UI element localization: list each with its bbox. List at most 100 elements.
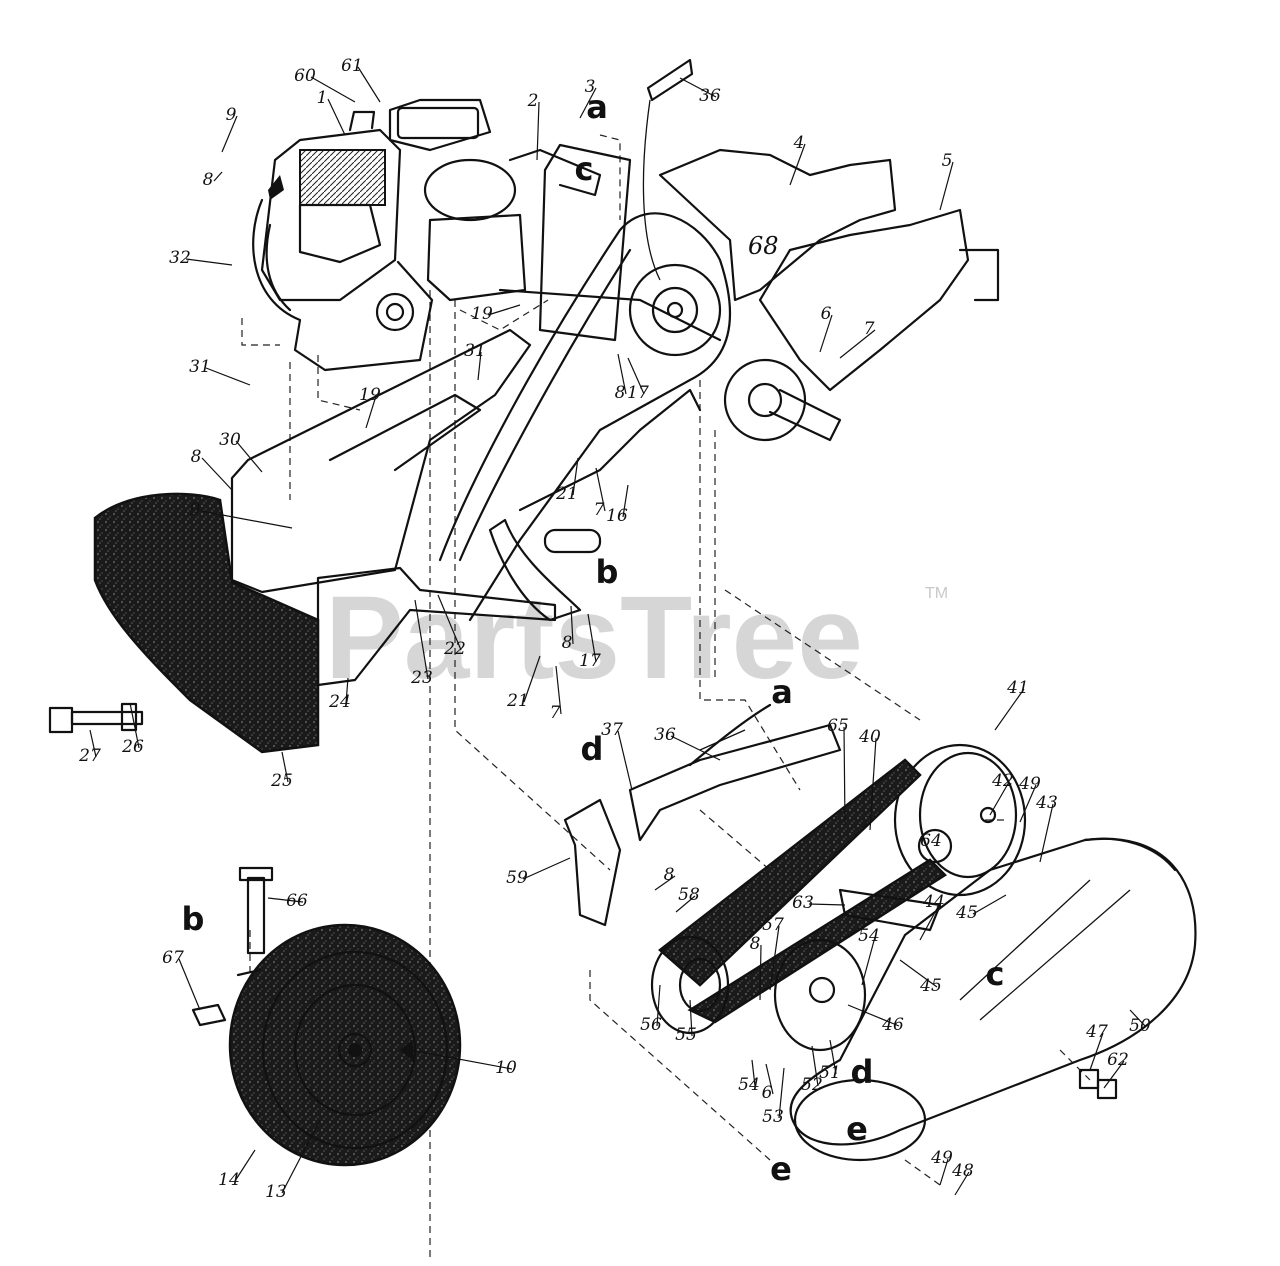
reference-letter-le2: e xyxy=(770,1150,792,1188)
part-number-c36a: 36 xyxy=(699,86,721,106)
part-number-c65: 65 xyxy=(827,716,849,736)
leader-line-c22 xyxy=(437,594,462,651)
part-number-c40: 40 xyxy=(858,727,881,747)
leader-line-c19b xyxy=(365,395,377,429)
leader-line-c66 xyxy=(267,897,304,903)
part-number-c19a: 19 xyxy=(471,304,493,324)
watermark-brand: PartsTree xyxy=(325,572,863,704)
part-number-c16: 16 xyxy=(606,506,628,526)
engine xyxy=(252,98,527,372)
part-number-c51: 51 xyxy=(819,1063,841,1083)
part-number-c42: 42 xyxy=(991,771,1014,791)
part-number-c45b: 45 xyxy=(919,976,942,996)
part-number-c49a: 49 xyxy=(1018,774,1041,794)
part-number-c9b: 9 xyxy=(190,500,201,520)
part-number-c21a: 21 xyxy=(555,484,578,504)
part-number-c57: 57 xyxy=(762,915,784,935)
leader-line-c17a xyxy=(627,357,645,395)
leader-line-c54a xyxy=(861,936,876,986)
leader-line-c17b xyxy=(587,613,597,663)
leader-line-c51 xyxy=(829,1039,837,1075)
leader-line-c6b xyxy=(765,1063,774,1095)
leader-line-c53 xyxy=(778,1067,785,1119)
part-number-c49b: 49 xyxy=(930,1148,953,1168)
reference-letter-lc2: c xyxy=(986,955,1005,993)
leader-line-c13 xyxy=(281,1119,321,1194)
part-number-c9a: 9 xyxy=(226,105,237,125)
reference-letter-la1: a xyxy=(586,88,608,126)
leader-line-c47 xyxy=(1089,1032,1104,1071)
belt-cover xyxy=(789,837,1197,1162)
leader-line-c42 xyxy=(989,781,1010,816)
part-number-c8c: 8 xyxy=(191,447,202,467)
leader-line-c21b xyxy=(523,655,541,703)
part-number-c53: 53 xyxy=(762,1107,784,1127)
part-number-c25: 25 xyxy=(270,771,293,791)
leader-line-c7c xyxy=(555,665,562,715)
part-number-c30: 30 xyxy=(219,430,241,450)
leader-line-c1 xyxy=(327,98,346,136)
leader-line-c8c xyxy=(201,457,233,491)
leader-line-c8a xyxy=(213,171,223,182)
leader-line-c44 xyxy=(919,902,941,941)
part-number-c44: 44 xyxy=(922,892,945,912)
part-number-c45a: 45 xyxy=(955,903,978,923)
leader-line-c43 xyxy=(1039,803,1054,863)
part-number-c17b: 17 xyxy=(579,651,601,671)
leader-line-c7b xyxy=(595,467,606,512)
part-number-c31a: 31 xyxy=(464,341,486,361)
leader-line-c25 xyxy=(281,751,289,783)
part-number-c46: 46 xyxy=(881,1015,904,1035)
part-number-c8e: 8 xyxy=(664,865,675,885)
leader-line-c62 xyxy=(1103,1060,1125,1089)
part-number-c6a: 6 xyxy=(821,304,832,324)
part-number-c47: 47 xyxy=(1085,1022,1108,1042)
part-number-c52: 52 xyxy=(801,1075,823,1095)
leader-line-c8f xyxy=(759,944,762,1001)
part-number-c36b: 36 xyxy=(654,725,676,745)
leader-line-c40 xyxy=(869,737,877,831)
leader-line-c49b xyxy=(939,1158,949,1186)
part-number-c41: 41 xyxy=(1006,678,1029,698)
part-number-c56: 56 xyxy=(640,1015,662,1035)
leader-line-c56 xyxy=(656,984,661,1027)
callout-leaders xyxy=(89,66,1147,1196)
leader-line-c4 xyxy=(789,143,806,186)
part-number-c6b: 6 xyxy=(762,1083,773,1103)
leader-line-c45b xyxy=(899,959,938,988)
leader-line-c8b xyxy=(617,353,627,395)
part-number-c13: 13 xyxy=(265,1182,287,1202)
leader-line-c46 xyxy=(847,1004,900,1027)
part-number-c37: 37 xyxy=(601,720,623,740)
reference-letter-ld1: d xyxy=(581,730,604,768)
reference-letter-lb1: b xyxy=(596,553,619,591)
part-number-c24: 24 xyxy=(328,692,351,712)
leader-line-c49a xyxy=(1019,784,1037,823)
part-number-c5: 5 xyxy=(942,151,953,171)
part-number-c17a: 17 xyxy=(627,383,649,403)
front-weight xyxy=(93,492,320,754)
front-bolt xyxy=(48,702,144,734)
part-number-c8d: 8 xyxy=(562,633,573,653)
part-number-c8b: 8 xyxy=(615,383,626,403)
leader-line-c31b xyxy=(205,367,251,386)
part-number-c55: 55 xyxy=(675,1025,697,1045)
part-number-c61: 61 xyxy=(341,56,363,76)
part-number-c48: 48 xyxy=(951,1161,974,1181)
watermark: PartsTree TM xyxy=(325,572,948,704)
part-number-c22: 22 xyxy=(443,639,466,659)
leader-line-c32 xyxy=(185,258,233,266)
leader-line-c2 xyxy=(536,101,540,161)
leader-line-c9b xyxy=(200,510,293,529)
belt-drive xyxy=(650,743,1027,1052)
part-number-c27: 27 xyxy=(78,746,101,766)
leader-line-c41 xyxy=(994,688,1025,731)
part-number-c7b: 7 xyxy=(594,500,605,520)
part-number-l68: 68 xyxy=(748,232,779,260)
leader-line-c8e xyxy=(654,875,676,891)
leader-line-c31a xyxy=(477,351,482,381)
leader-line-c37 xyxy=(617,730,633,791)
